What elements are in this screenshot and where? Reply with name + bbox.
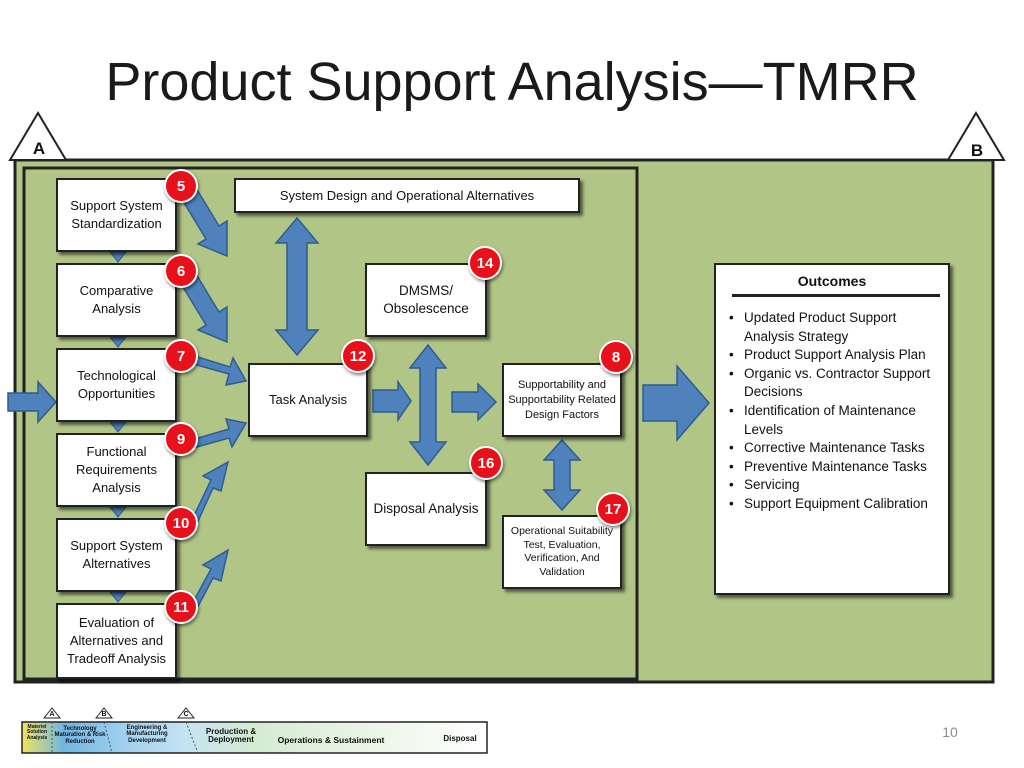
- box-dmsms-obsolescence: DMSMS/ Obsolescence: [365, 263, 487, 337]
- outcome-item: Organic vs. Contractor Support Decisions: [726, 365, 948, 402]
- outcome-item: Updated Product Support Analysis Strateg…: [726, 309, 948, 346]
- badge-14: 14: [468, 246, 502, 280]
- box-technological-opportunities: Technological Opportunities: [56, 348, 177, 422]
- arrow-6: [177, 267, 228, 344]
- lifecycle-phase-operations: Operations & Sustainment: [277, 735, 385, 745]
- outcomes-title: Outcomes: [797, 273, 867, 289]
- outcome-item: Preventive Maintenance Tasks: [726, 458, 948, 477]
- badge-11: 11: [164, 590, 198, 624]
- badge-8: 8: [599, 340, 633, 374]
- box-supportability: Supportability and Supportability Relate…: [502, 363, 622, 437]
- badge-12: 12: [341, 339, 375, 373]
- input-arrow: [7, 380, 58, 424]
- badge-9: 9: [164, 422, 198, 456]
- page-number: 10: [942, 724, 958, 740]
- arrow-11: [177, 548, 230, 615]
- box-system-design-alternatives: System Design and Operational Alternativ…: [234, 178, 580, 213]
- arrow-support-operational: [542, 438, 582, 512]
- milestone-a-label: A: [32, 139, 46, 158]
- arrow-task-right: [372, 379, 412, 423]
- outcome-item: Product Support Analysis Plan: [726, 346, 948, 365]
- arrow-dmsms-disposal: [408, 343, 448, 467]
- badge-17: 17: [596, 492, 630, 526]
- box-support-system-alternatives: Support System Alternatives: [56, 518, 177, 592]
- badge-16: 16: [469, 446, 503, 480]
- box-comparative-analysis: Comparative Analysis: [56, 263, 177, 337]
- page-title: Product Support Analysis—TMRR: [105, 52, 919, 112]
- outcomes-list: Updated Product Support Analysis Strateg…: [726, 309, 948, 514]
- arrow-to-outcomes: [642, 363, 710, 443]
- lifecycle-milestone-b: B: [101, 711, 107, 718]
- lifecycle-milestone-a: A: [49, 711, 55, 718]
- lifecycle-phase-tmrr: Technology Maturation & Risk Reduction: [54, 726, 106, 745]
- lifecycle-phase-disposal: Disposal: [443, 734, 477, 743]
- lifecycle-phase-production: Production & Deployment: [205, 727, 257, 745]
- arrow-to-supportability: [451, 382, 498, 422]
- box-functional-requirements-analysis: Functional Requirements Analysis: [56, 433, 177, 507]
- box-support-system-standardization: Support System Standardization: [56, 178, 177, 252]
- box-disposal-analysis: Disposal Analysis: [365, 472, 487, 546]
- badge-5: 5: [164, 169, 198, 203]
- lifecycle-phase-emd: Engineering & Manufacturing Development: [126, 725, 168, 744]
- outcomes-divider: [732, 294, 940, 297]
- lifecycle-milestone-c: C: [183, 711, 189, 718]
- box-task-analysis: Task Analysis: [248, 363, 368, 437]
- milestone-b-marker: [946, 111, 1006, 161]
- milestone-a-marker: [8, 111, 68, 161]
- outcome-item: Servicing: [726, 476, 948, 495]
- outcome-item: Support Equipment Calibration: [726, 495, 948, 514]
- badge-7: 7: [164, 339, 198, 373]
- arrow-7: [180, 350, 248, 386]
- arrow-10: [177, 460, 230, 531]
- lifecycle-strip: [21, 707, 488, 754]
- outcome-item: Corrective Maintenance Tasks: [726, 439, 948, 458]
- badge-10: 10: [164, 506, 198, 540]
- outcomes-panel: Outcomes Updated Product Support Analysi…: [714, 263, 950, 595]
- box-evaluation-of-alternatives: Evaluation of Alternatives and Tradeoff …: [56, 603, 177, 679]
- arrow-9: [180, 418, 248, 451]
- outcome-item: Identification of Maintenance Levels: [726, 402, 948, 439]
- badge-6: 6: [164, 254, 198, 288]
- arrow-design-task: [274, 216, 320, 357]
- lifecycle-phase-materiel: Materiel Solution Analysis: [26, 724, 48, 741]
- arrow-5: [177, 181, 228, 258]
- box-operational-suitability: Operational Suitability Test, Evaluation…: [502, 515, 622, 589]
- milestone-b-label: B: [970, 141, 984, 160]
